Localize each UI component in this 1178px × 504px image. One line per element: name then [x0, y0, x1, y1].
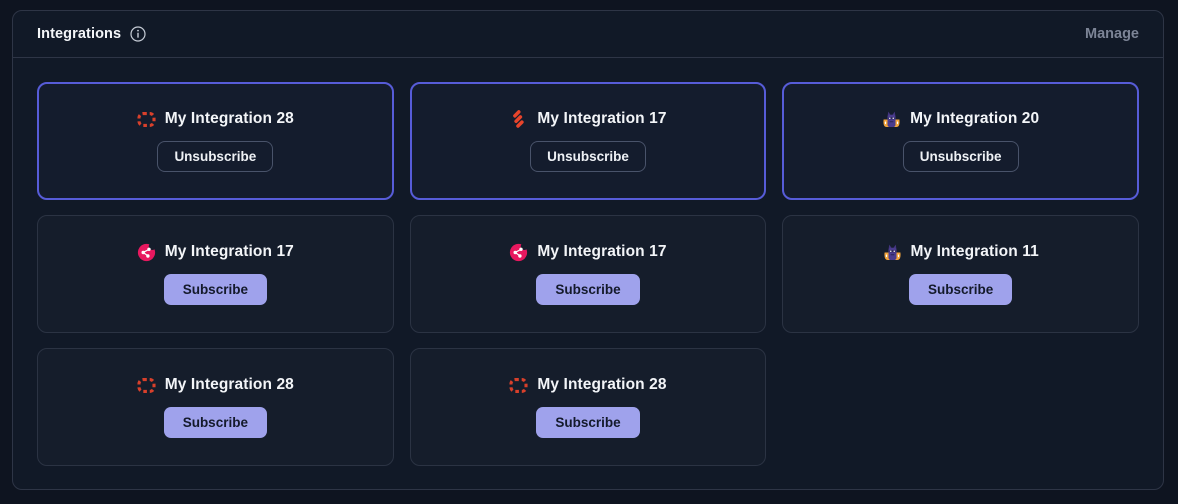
red-brick-frame-icon [137, 110, 156, 129]
unsubscribe-button[interactable]: Unsubscribe [530, 140, 646, 173]
integration-card[interactable]: My Integration 11 Subscribe [782, 215, 1139, 333]
card-title-row: My Integration 11 [883, 243, 1039, 262]
panel-header: Integrations Manage [13, 11, 1163, 58]
integration-card[interactable]: My Integration 17 Subscribe [37, 215, 394, 333]
integration-title: My Integration 20 [910, 110, 1040, 128]
integration-title: My Integration 28 [537, 376, 667, 394]
red-brick-frame-icon [509, 376, 528, 395]
purple-mascot-icon [883, 243, 902, 262]
integrations-panel: Integrations Manage My Integration 28 Un… [12, 10, 1164, 490]
integration-title: My Integration 28 [164, 376, 294, 394]
integration-card[interactable]: My Integration 28 Subscribe [37, 348, 394, 466]
integrations-grid: My Integration 28 Unsubscribe My Integra… [13, 58, 1163, 466]
card-title-row: My Integration 17 [509, 109, 667, 129]
red-brick-frame-icon [137, 376, 156, 395]
subscribe-button[interactable]: Subscribe [536, 406, 640, 439]
integration-title: My Integration 17 [537, 243, 667, 261]
card-title-row: My Integration 17 [509, 242, 667, 262]
card-title-row: My Integration 28 [137, 376, 294, 395]
subscribe-button[interactable]: Subscribe [909, 273, 1013, 306]
pink-share-icon [509, 242, 529, 262]
card-title-row: My Integration 28 [509, 376, 666, 395]
integration-card[interactable]: My Integration 20 Unsubscribe [782, 82, 1139, 200]
card-title-row: My Integration 17 [137, 242, 294, 262]
integration-title: My Integration 17 [537, 110, 667, 128]
card-title-row: My Integration 20 [882, 110, 1039, 129]
page-title: Integrations [37, 26, 122, 42]
unsubscribe-button[interactable]: Unsubscribe [157, 140, 274, 173]
purple-mascot-icon [882, 110, 901, 129]
unsubscribe-button[interactable]: Unsubscribe [902, 140, 1019, 173]
subscribe-button[interactable]: Subscribe [163, 273, 267, 306]
manage-button[interactable]: Manage [1085, 26, 1139, 42]
integration-card[interactable]: My Integration 17 Subscribe [409, 215, 767, 333]
red-slashes-icon [509, 109, 528, 129]
info-icon[interactable] [130, 26, 146, 42]
integration-card[interactable]: My Integration 28 Unsubscribe [37, 82, 394, 200]
integration-card[interactable]: My Integration 28 Subscribe [409, 348, 767, 466]
subscribe-button[interactable]: Subscribe [163, 406, 267, 439]
pink-share-icon [137, 242, 156, 262]
integration-title: My Integration 11 [910, 243, 1039, 261]
integration-title: My Integration 17 [164, 243, 294, 261]
integration-title: My Integration 28 [164, 110, 294, 128]
integration-card[interactable]: My Integration 17 Unsubscribe [409, 82, 767, 200]
card-title-row: My Integration 28 [137, 110, 294, 129]
subscribe-button[interactable]: Subscribe [536, 273, 640, 306]
